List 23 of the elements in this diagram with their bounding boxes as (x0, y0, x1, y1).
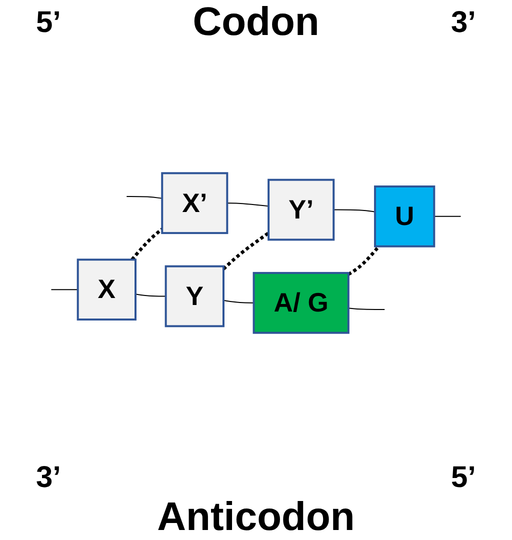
node-box: Y (164, 265, 224, 328)
connector (226, 202, 270, 207)
connector (222, 300, 254, 304)
end-label: 5’ (36, 6, 62, 40)
connector (135, 294, 166, 297)
end-label: 5’ (450, 461, 476, 495)
node-box: A/ G (252, 272, 350, 334)
connector (348, 308, 386, 310)
connector (130, 228, 164, 261)
end-label: 3’ (450, 6, 476, 40)
node-box: U (374, 185, 436, 248)
node-box: X (76, 258, 137, 321)
connector (222, 232, 270, 270)
connector (50, 289, 78, 290)
end-label: 3’ (36, 461, 62, 495)
strand-heading: Anticodon (157, 495, 355, 539)
node-box: Y’ (268, 178, 335, 241)
connector (126, 196, 163, 199)
connector (434, 216, 462, 217)
connector (348, 245, 380, 276)
connector (333, 209, 376, 212)
strand-heading: Codon (192, 0, 320, 45)
node-box: X’ (161, 172, 228, 234)
